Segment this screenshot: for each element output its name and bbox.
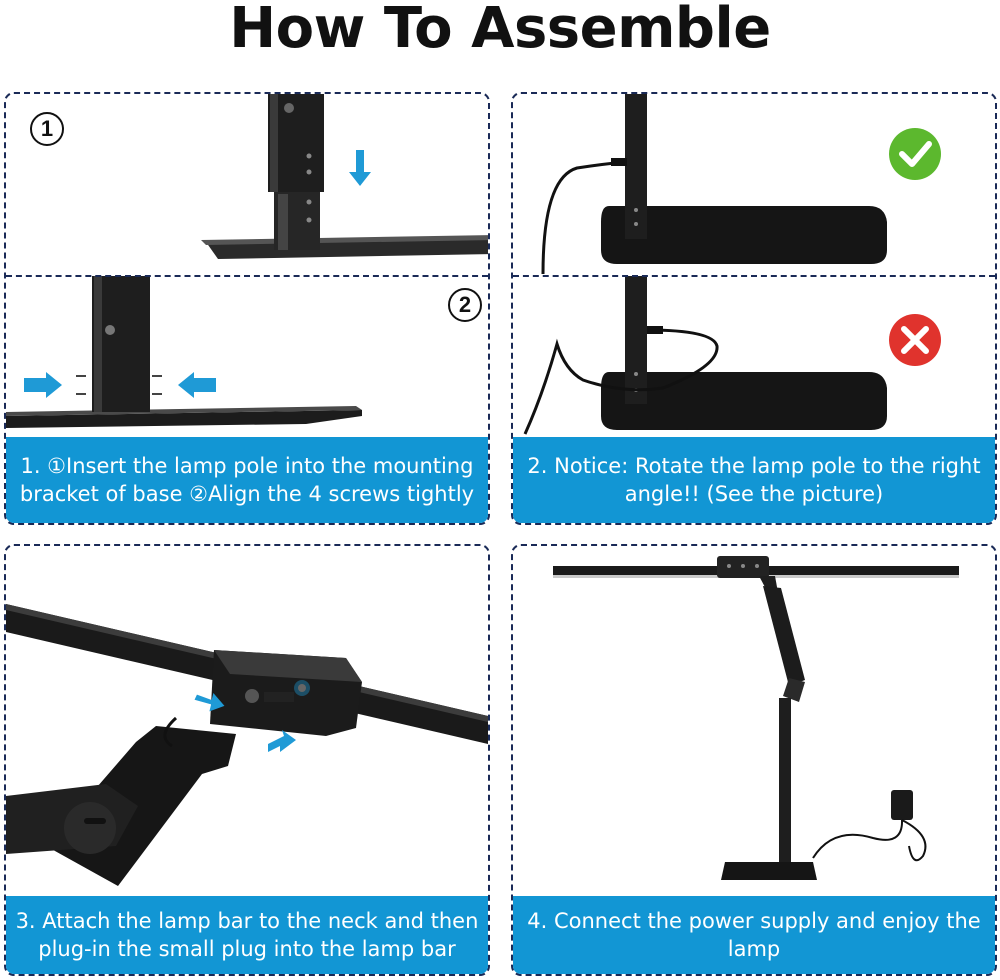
arrow-right-icon: [24, 372, 62, 398]
step-3-panel: 3. Attach the lamp bar to the neck and t…: [4, 544, 490, 976]
step-4-illustration: [553, 556, 959, 880]
step-3-illustration: [6, 604, 488, 886]
arrow-up-left-icon: [194, 692, 225, 712]
step-3-caption-text: 3. Attach the lamp bar to the neck and t…: [15, 909, 479, 961]
wrong-orientation-drawing: [523, 276, 887, 435]
step-2-divider: [513, 275, 995, 277]
step-1-caption-text: 1. ①Insert the lamp pole into the mounti…: [19, 454, 475, 506]
screw-align-drawing: [6, 276, 362, 428]
step-1-panel: 1 2 1. ①Insert the lamp pole into the mo…: [4, 92, 490, 525]
step-2-panel: 2. Notice: Rotate the lamp pole to the r…: [511, 92, 997, 525]
arrow-left-icon: [178, 372, 216, 398]
step-1-caption: 1. ①Insert the lamp pole into the mounti…: [6, 437, 488, 523]
arrow-up-right-icon: [268, 730, 296, 752]
assembled-lamp-drawing: [553, 556, 959, 880]
step-2-caption-text: 2. Notice: Rotate the lamp pole to the r…: [527, 454, 981, 506]
power-adapter-drawing: [812, 790, 927, 862]
connector-block-drawing: [210, 650, 362, 736]
step-2-caption: 2. Notice: Rotate the lamp pole to the r…: [513, 437, 995, 523]
page-title: How To Assemble: [229, 0, 771, 61]
step-marker-1: 1: [30, 112, 64, 146]
check-icon: [889, 128, 941, 180]
step-1-illustration: [6, 94, 488, 428]
step-3-caption: 3. Attach the lamp bar to the neck and t…: [6, 896, 488, 974]
correct-orientation-drawing: [541, 94, 887, 275]
pole-insert-drawing: [201, 94, 488, 259]
step-4-caption-text: 4. Connect the power supply and enjoy th…: [527, 909, 981, 961]
step-1-divider: [6, 275, 488, 277]
step-2-illustration: [523, 94, 941, 435]
neck-arm-drawing: [6, 716, 236, 886]
step-4-panel: 4. Connect the power supply and enjoy th…: [511, 544, 997, 976]
arrow-down-icon: [349, 150, 371, 186]
step-4-caption: 4. Connect the power supply and enjoy th…: [513, 896, 995, 974]
step-marker-2: 2: [448, 288, 482, 322]
cross-icon: [889, 314, 941, 366]
